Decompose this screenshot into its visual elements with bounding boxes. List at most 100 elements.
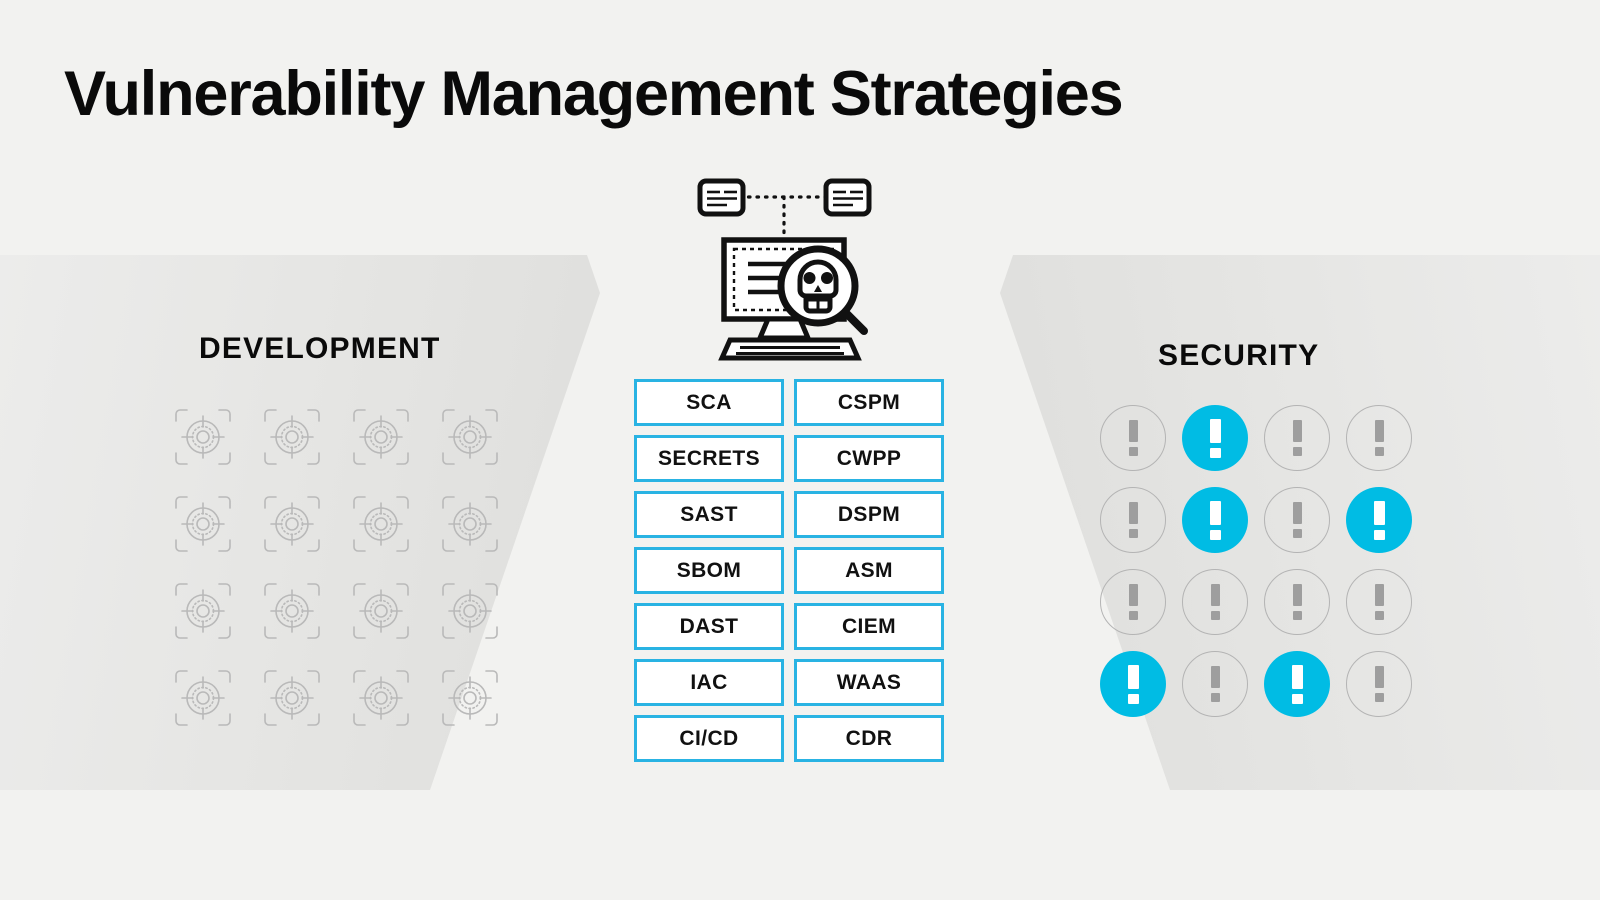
strategy-tag-sbom[interactable]: SBOM (634, 547, 784, 594)
tag-column-left: SCA SECRETS SAST SBOM DAST IAC CI/CD (634, 379, 784, 762)
alert-exclamation-icon-active (1182, 405, 1248, 471)
alert-icon-cell (1338, 479, 1420, 561)
target-icon-cell (336, 567, 425, 654)
target-icon-cell (247, 654, 336, 741)
monitor-skull-scan-illustration (696, 168, 886, 368)
strategy-tag-sca[interactable]: SCA (634, 379, 784, 426)
alert-icon-cell (1174, 397, 1256, 479)
target-icon-cell (425, 480, 514, 567)
target-icon (261, 667, 323, 729)
strategy-tag-cdr[interactable]: CDR (794, 715, 944, 762)
target-icon (172, 493, 234, 555)
alert-icon-cell (1338, 643, 1420, 725)
tag-column-right: CSPM CWPP DSPM ASM CIEM WAAS CDR (794, 379, 944, 762)
strategy-tag-columns: SCA SECRETS SAST SBOM DAST IAC CI/CD CSPM CWPP D… (634, 379, 944, 762)
alert-exclamation-icon (1346, 651, 1412, 717)
alert-exclamation-icon (1346, 405, 1412, 471)
target-icon-cell (158, 654, 247, 741)
target-icon (172, 406, 234, 468)
dotted-connector-icon (738, 195, 830, 242)
strategy-tag-dast[interactable]: DAST (634, 603, 784, 650)
alert-icon-cell (1092, 479, 1174, 561)
exclamation-glyph (1128, 420, 1138, 456)
alert-exclamation-icon-active (1100, 651, 1166, 717)
alert-icon-cell (1092, 397, 1174, 479)
target-icon-cell (336, 393, 425, 480)
strategy-tag-dspm[interactable]: DSPM (794, 491, 944, 538)
exclamation-glyph (1127, 664, 1139, 704)
development-target-grid (158, 393, 514, 741)
document-node-left-icon (697, 178, 746, 217)
exclamation-glyph (1291, 664, 1303, 704)
strategy-tag-sast[interactable]: SAST (634, 491, 784, 538)
target-icon-cell (158, 567, 247, 654)
target-icon-cell (425, 654, 514, 741)
alert-exclamation-icon (1346, 569, 1412, 635)
strategy-tag-iac[interactable]: IAC (634, 659, 784, 706)
alert-exclamation-icon (1100, 569, 1166, 635)
target-icon-cell (336, 654, 425, 741)
exclamation-glyph (1374, 584, 1384, 620)
strategy-tag-cspm[interactable]: CSPM (794, 379, 944, 426)
target-icon (172, 580, 234, 642)
target-icon (439, 580, 501, 642)
target-icon (350, 493, 412, 555)
alert-icon-cell (1174, 561, 1256, 643)
magnifier-skull-icon (777, 245, 868, 335)
page-title: Vulnerability Management Strategies (64, 59, 1124, 129)
alert-exclamation-icon (1182, 569, 1248, 635)
exclamation-glyph (1210, 584, 1220, 620)
alert-icon-cell (1092, 561, 1174, 643)
exclamation-glyph (1128, 502, 1138, 538)
alert-exclamation-icon (1182, 651, 1248, 717)
strategy-tag-ciem[interactable]: CIEM (794, 603, 944, 650)
target-icon (350, 406, 412, 468)
alert-icon-cell (1256, 643, 1338, 725)
strategy-tag-asm[interactable]: ASM (794, 547, 944, 594)
strategy-tag-ci-cd[interactable]: CI/CD (634, 715, 784, 762)
exclamation-glyph (1292, 584, 1302, 620)
target-icon (261, 493, 323, 555)
keyboard-icon (718, 337, 862, 361)
target-icon (172, 667, 234, 729)
alert-exclamation-icon (1264, 487, 1330, 553)
target-icon-cell (247, 480, 336, 567)
alert-icon-cell (1174, 643, 1256, 725)
exclamation-glyph (1374, 420, 1384, 456)
target-icon-cell (425, 567, 514, 654)
exclamation-glyph (1373, 500, 1385, 540)
alert-exclamation-icon (1264, 405, 1330, 471)
strategy-tag-waas[interactable]: WAAS (794, 659, 944, 706)
alert-exclamation-icon-active (1182, 487, 1248, 553)
exclamation-glyph (1292, 502, 1302, 538)
strategy-tag-secrets[interactable]: SECRETS (634, 435, 784, 482)
exclamation-glyph (1209, 418, 1221, 458)
target-icon (350, 667, 412, 729)
development-heading: DEVELOPMENT (199, 332, 441, 365)
alert-icon-cell (1256, 397, 1338, 479)
alert-exclamation-icon (1100, 405, 1166, 471)
alert-icon-cell (1338, 397, 1420, 479)
target-icon-cell (425, 393, 514, 480)
target-icon (261, 406, 323, 468)
target-icon-cell (336, 480, 425, 567)
alert-exclamation-icon (1264, 569, 1330, 635)
alert-icon-cell (1092, 643, 1174, 725)
alert-icon-cell (1256, 561, 1338, 643)
alert-exclamation-icon-active (1264, 651, 1330, 717)
strategy-tag-cwpp[interactable]: CWPP (794, 435, 944, 482)
security-heading: SECURITY (1158, 339, 1320, 372)
target-icon (439, 493, 501, 555)
exclamation-glyph (1128, 584, 1138, 620)
target-icon (350, 580, 412, 642)
exclamation-glyph (1292, 420, 1302, 456)
exclamation-glyph (1374, 666, 1384, 702)
alert-exclamation-icon-active (1346, 487, 1412, 553)
target-icon (439, 667, 501, 729)
target-icon (439, 406, 501, 468)
target-icon-cell (158, 393, 247, 480)
target-icon-cell (247, 393, 336, 480)
alert-exclamation-icon (1100, 487, 1166, 553)
alert-icon-cell (1256, 479, 1338, 561)
